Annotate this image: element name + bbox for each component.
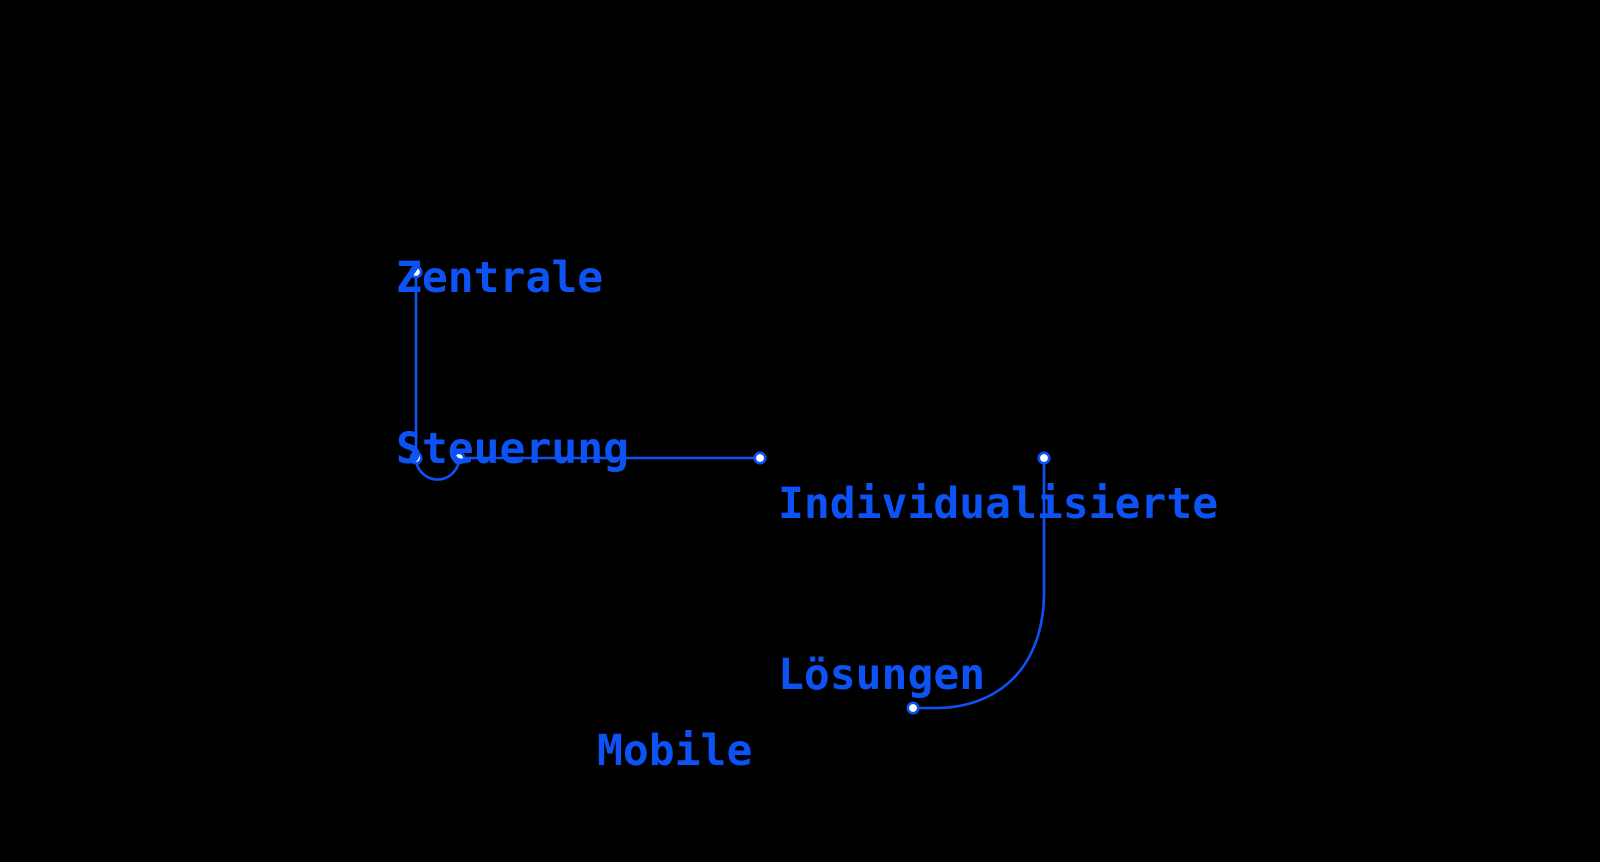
node-label-line: Individualisierte [778,479,1219,529]
junction-dot-mid[interactable] [753,451,767,465]
node-label-individualisierte-loesungen: Individualisierte Lösungen [778,362,1218,818]
node-dot-mobile-sicherheit[interactable] [906,701,920,715]
node-label-line: Zentrale [396,253,604,303]
node-label-line: Lösungen [778,650,986,700]
edge-loop-under [414,457,461,481]
node-dot-individualisierte-loesungen[interactable] [1037,451,1051,465]
node-label-zentrale-steuerung: Zentrale Steuerung [396,136,629,592]
edge-loesungen-to-sicherheit [913,458,1046,710]
junction-dot-right[interactable] [452,451,466,465]
node-label-line: Mobile [597,726,753,776]
node-label-line: Steuerung [396,424,629,474]
node-label-mobile-sicherheit: Mobile Sicherheit [597,609,856,862]
junction-dot-left[interactable] [409,451,423,465]
node-dot-zentrale-steuerung[interactable] [409,265,423,279]
